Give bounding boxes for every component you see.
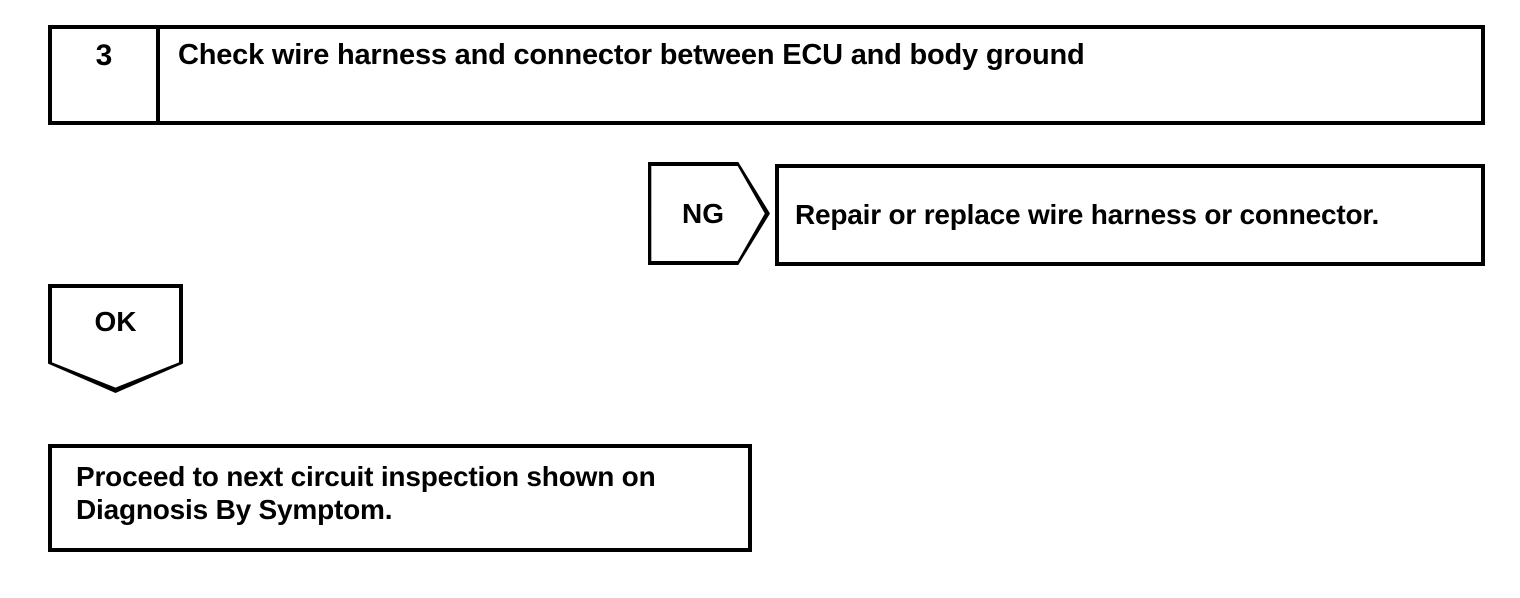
step-title: Check wire harness and connector between… [178,39,1085,71]
judgement-arrow-ng: NG [648,162,770,265]
ok-result-box: Proceed to next circuit inspection shown… [48,444,752,552]
ng-result-text: Repair or replace wire harness or connec… [795,199,1380,231]
step-title-cell: Check wire harness and connector between… [160,29,1481,121]
step-header-block: 3 Check wire harness and connector betwe… [48,25,1485,125]
ng-result-box: Repair or replace wire harness or connec… [775,164,1485,266]
judgement-arrow-ok: OK [48,284,183,393]
step-number-cell: 3 [52,29,160,121]
judgement-label-ok: OK [94,306,137,337]
judgement-arrow-ok-inner: OK [48,284,183,393]
judgement-arrow-ng-inner: NG [648,162,770,265]
judgement-label-ng: NG [682,197,724,229]
ok-result-text: Proceed to next circuit inspection shown… [76,461,656,526]
step-number: 3 [95,39,113,72]
